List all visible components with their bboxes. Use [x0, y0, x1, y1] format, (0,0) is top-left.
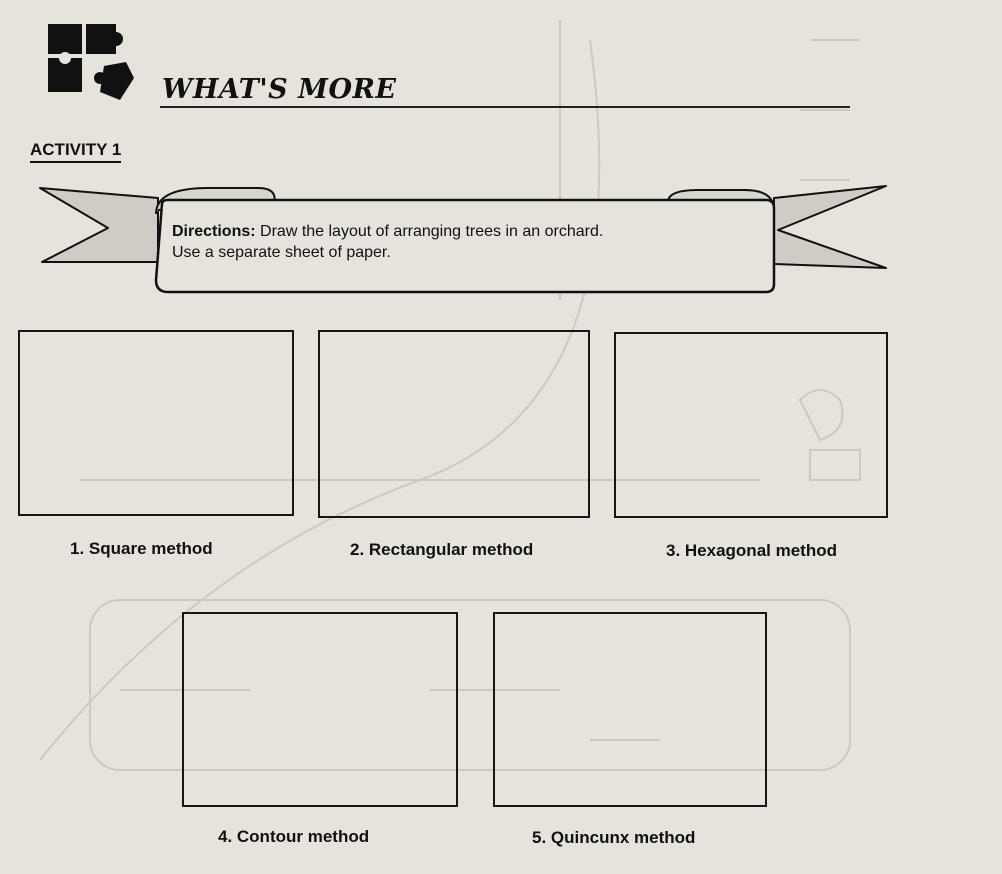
- directions-text: Directions: Draw the layout of arranging…: [172, 221, 762, 263]
- drawing-box-rectangular[interactable]: [318, 330, 590, 518]
- directions-line1: Draw the layout of arranging trees in an…: [260, 223, 604, 240]
- section-title: WHAT'S MORE: [162, 74, 397, 105]
- directions-line2: Use a separate sheet of paper.: [172, 244, 391, 261]
- method-label-hexagonal: 3. Hexagonal method: [666, 541, 837, 560]
- puzzle-icon: [48, 24, 134, 100]
- drawing-box-contour[interactable]: [182, 612, 458, 807]
- method-label-rectangular: 2. Rectangular method: [350, 540, 534, 559]
- directions-banner: [39, 185, 887, 294]
- drawing-box-square[interactable]: [18, 330, 294, 516]
- drawing-box-quincunx[interactable]: [493, 612, 767, 807]
- activity-label: ACTIVITY 1: [30, 140, 122, 163]
- directions-heading: Directions:: [172, 223, 256, 240]
- method-label-quincunx: 5. Quincunx method: [532, 828, 696, 847]
- drawing-box-hexagonal[interactable]: [614, 332, 888, 518]
- method-label-contour: 4. Contour method: [218, 827, 370, 846]
- title-underline: [160, 106, 850, 108]
- method-label-square: 1. Square method: [70, 539, 213, 558]
